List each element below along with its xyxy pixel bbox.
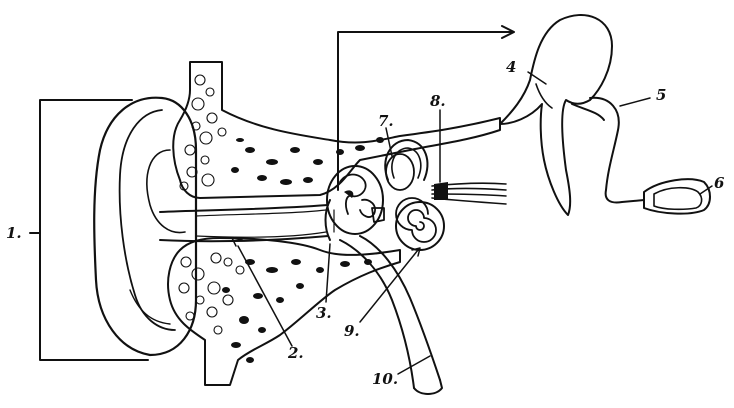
label-10: 10.: [372, 370, 398, 388]
label-1: 1.: [6, 224, 22, 242]
label-7: 7.: [378, 112, 394, 130]
label-2: 2.: [287, 344, 304, 362]
middle-ear: [327, 166, 384, 234]
outer-ear-bracket: [30, 100, 148, 360]
label-4: 4: [506, 58, 516, 76]
label-6: 6: [714, 174, 725, 192]
semicircular-canals: [385, 140, 427, 190]
label-9: 9.: [344, 322, 360, 340]
ossicles-enlarged: [500, 15, 710, 215]
auditory-nerve: [432, 182, 506, 204]
label-8: 8.: [430, 92, 446, 110]
label-5: 5: [656, 86, 666, 104]
ear-canal: [160, 205, 328, 241]
leader-lines: [232, 72, 712, 374]
enlargement-connector: [338, 26, 514, 190]
cochlea: [396, 198, 444, 250]
pinna: [94, 98, 196, 355]
labels: 1. 2. 3. 4 5 6 7. 8. 9. 10.: [6, 58, 725, 388]
temporal-bone-upper: [173, 62, 500, 198]
label-3: 3.: [316, 304, 332, 322]
bone-texture: [179, 75, 384, 363]
